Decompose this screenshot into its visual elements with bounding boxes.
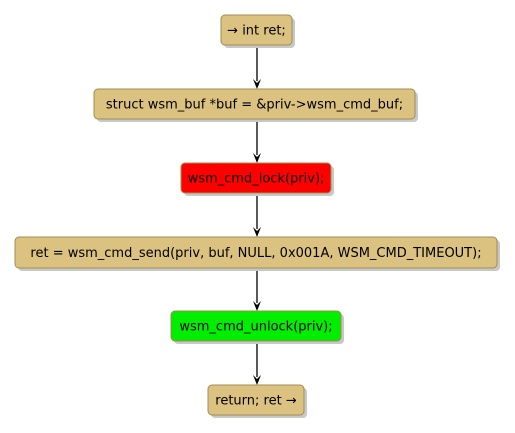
flow-node-unlock: wsm_cmd_unlock(priv); — [170, 310, 344, 344]
node-label: struct wsm_buf *buf = &priv->wsm_cmd_buf… — [106, 98, 403, 113]
node-box — [14, 236, 498, 269]
flow-arrow-4 — [253, 268, 261, 311]
node-label: ret = wsm_cmd_send(priv, buf, NULL, 0x00… — [30, 246, 481, 261]
arrow-head — [253, 227, 261, 237]
node-label: wsm_cmd_unlock(priv); — [179, 320, 332, 335]
arrow-head — [253, 375, 261, 385]
node-box — [170, 310, 342, 342]
node-box — [93, 88, 416, 120]
node-label: → int ret; — [227, 24, 286, 39]
flow-arrow-3 — [253, 193, 261, 237]
edges-layer — [253, 45, 261, 385]
node-label: wsm_cmd_lock(priv); — [188, 172, 325, 187]
node-label: return; ret → — [215, 394, 297, 409]
flow-node-return: return; ret → — [207, 384, 307, 418]
node-box — [207, 384, 305, 416]
arrow-head — [253, 79, 261, 89]
node-box — [180, 162, 332, 194]
arrow-head — [253, 153, 261, 163]
flow-arrow-5 — [253, 341, 261, 385]
flow-node-decl-buf: struct wsm_buf *buf = &priv->wsm_cmd_buf… — [93, 88, 418, 122]
flow-node-lock: wsm_cmd_lock(priv); — [180, 162, 334, 196]
flow-arrow-2 — [253, 119, 261, 163]
flow-arrow-1 — [253, 45, 261, 89]
flow-node-send: ret = wsm_cmd_send(priv, buf, NULL, 0x00… — [14, 236, 500, 271]
arrow-head — [253, 301, 261, 311]
nodes-layer: → int ret; struct wsm_buf *buf = &priv->w… — [14, 14, 500, 418]
flow-node-decl-ret: → int ret; — [220, 14, 295, 48]
node-box — [220, 14, 293, 46]
